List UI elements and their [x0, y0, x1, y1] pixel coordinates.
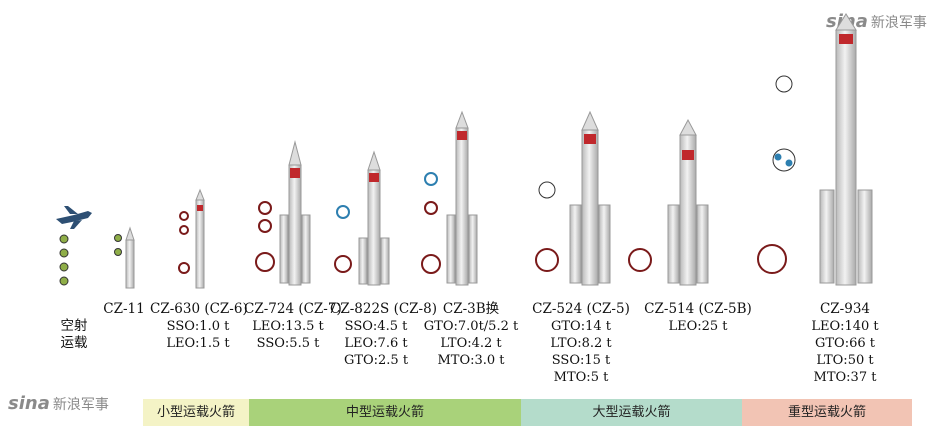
- rocket-name: CZ-630 (CZ-6): [150, 301, 248, 317]
- rocket-label-cz5: CZ-524 (CZ-5) GTO:14 t LTO:8.2 t SSO:15 …: [526, 301, 636, 386]
- rocket-label-cz9: CZ-934 LEO:140 t GTO:66 t LTO:50 t MTO:3…: [800, 301, 890, 386]
- rocket-spec: LEO:140 t: [811, 319, 879, 334]
- rocket-cz9: [757, 13, 873, 286]
- category-label: 大型运载火箭: [592, 405, 671, 420]
- category-medium: 中型运载火箭: [249, 399, 521, 426]
- category-label: 中型运载火箭: [345, 405, 424, 420]
- rocket-name: CZ-524 (CZ-5): [532, 301, 630, 317]
- rocket-spec: SSO:5.5 t: [256, 336, 320, 351]
- rocket-label-cz8: CZ-822S (CZ-8) SSO:4.5 t LEO:7.6 t GTO:2…: [330, 301, 437, 369]
- rocket-name: CZ-724 (CZ-7): [244, 301, 342, 317]
- category-label: 小型运载火箭: [156, 405, 235, 420]
- rocket-spec: GTO:66 t: [815, 336, 875, 351]
- watermark-text: 新浪军事: [870, 15, 927, 31]
- rocket-label-cz5b: CZ-514 (CZ-5B) LEO:25 t: [638, 301, 758, 335]
- rocket-spec: MTO:3.0 t: [437, 353, 505, 368]
- rocket-spec: LEO:25 t: [668, 319, 728, 334]
- rocket-spec: SSO:4.5 t: [344, 319, 408, 334]
- rocket-cz6: [178, 188, 205, 289]
- rocket-spec: LTO:50 t: [816, 353, 874, 368]
- rocket-spec: GTO:14 t: [551, 319, 611, 334]
- rocket-label-cz6: CZ-630 (CZ-6) SSO:1.0 t LEO:1.5 t: [150, 301, 248, 352]
- category-heavy: 重型运载火箭: [742, 399, 912, 426]
- rocket-cz5b: [628, 118, 709, 286]
- rocket-spec: LEO:1.5 t: [166, 336, 230, 351]
- rocket-name: CZ-514 (CZ-5B): [644, 301, 752, 317]
- rocket-spec: LTO:8.2 t: [550, 336, 612, 351]
- rocket-label-air-launch: 空射 运载: [52, 301, 96, 369]
- rocket-spec: GTO:2.5 t: [343, 353, 409, 368]
- rocket-name: CZ-11: [103, 301, 145, 317]
- rocket-cz7: [255, 140, 311, 286]
- rocket-spec: LTO:4.2 t: [440, 336, 502, 351]
- rocket-cz3b: [421, 110, 478, 286]
- rocket-cz5: [535, 110, 611, 286]
- category-small: 小型运载火箭: [143, 399, 249, 426]
- rocket-name: CZ-3B换: [442, 301, 500, 317]
- air-launch-section-icons: [59, 234, 69, 286]
- rocket-label-cz7: CZ-724 (CZ-7) LEO:13.5 t SSO:5.5 t: [244, 301, 342, 352]
- rocket-cz8: [334, 150, 390, 286]
- rocket-name: 空射 运载: [60, 318, 88, 351]
- rocket-label-cz3b: CZ-3B换 GTO:7.0t/5.2 t LTO:4.2 t MTO:3.0 …: [418, 301, 524, 369]
- rocket-spec: LEO:13.5 t: [252, 319, 324, 334]
- rocket-spec: SSO:15 t: [551, 353, 611, 368]
- sina-logo: sina: [8, 393, 50, 414]
- rocket-spec: SSO:1.0 t: [166, 319, 230, 334]
- airplane-icon: [56, 206, 92, 229]
- category-large: 大型运载火箭: [521, 399, 742, 426]
- rocket-spec: MTO:37 t: [813, 370, 877, 385]
- rocket-label-cz11: CZ-11: [100, 301, 148, 318]
- rocket-cz11: [114, 226, 135, 289]
- rocket-spec: MTO:5 t: [553, 370, 609, 385]
- watermark-text: 新浪军事: [52, 397, 109, 413]
- category-label: 重型运载火箭: [787, 405, 866, 420]
- rocket-spec: GTO:7.0t/5.2 t: [423, 319, 519, 334]
- rocket-spec: LEO:7.6 t: [344, 336, 408, 351]
- rocket-name: CZ-822S (CZ-8): [330, 301, 437, 317]
- rocket-name: CZ-934: [819, 301, 871, 317]
